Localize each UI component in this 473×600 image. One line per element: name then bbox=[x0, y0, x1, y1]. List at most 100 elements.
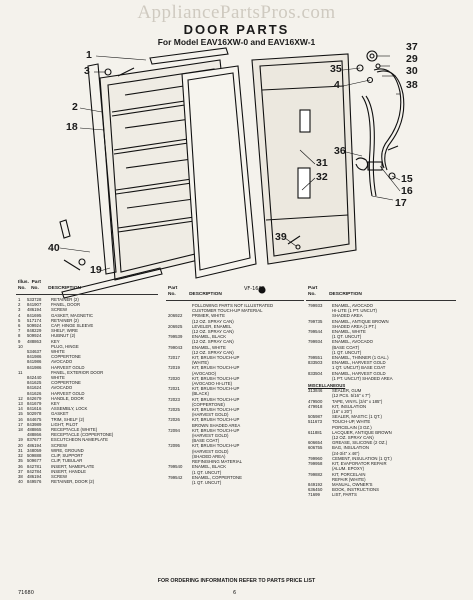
table-row: FOLLOWING PARTS NOT ILLUSTRATED bbox=[168, 303, 304, 308]
ordering-info: FOR ORDERING INFORMATION REFER TO PARTS … bbox=[157, 578, 316, 584]
mid-table-header: Part No. DESCRIPTION bbox=[168, 286, 222, 298]
part-number: 72095 bbox=[168, 443, 180, 449]
part-description: ENAMEL, HARVEST GOLD bbox=[332, 370, 386, 376]
callout-32: 32 bbox=[316, 171, 328, 183]
table-row: (1 QT. UNCUT) bbox=[308, 350, 458, 355]
part-number: 509677 bbox=[27, 458, 42, 464]
section-heading: MISCELLANEOUS bbox=[308, 383, 346, 389]
table-row: (COPPERTONE) bbox=[168, 402, 304, 407]
illus-number: 12 bbox=[18, 395, 23, 401]
part-number: 841626 bbox=[27, 390, 42, 396]
part-number: 841624 bbox=[27, 385, 42, 391]
header-description: DESCRIPTION bbox=[329, 292, 362, 297]
part-number: 488863 bbox=[27, 338, 42, 344]
callout-18: 18 bbox=[66, 121, 78, 133]
part-number: 799735 bbox=[308, 318, 323, 324]
table-row: HI-LITE (1 PT. UNCUT) bbox=[308, 308, 458, 313]
part-number: 799551 bbox=[308, 355, 323, 361]
table-row: (BLACK) bbox=[168, 391, 304, 396]
callout-37: 37 bbox=[406, 41, 418, 53]
part-number: 486194 bbox=[27, 473, 42, 479]
part-description: (16" x 20") bbox=[332, 409, 353, 415]
part-number: 841679 bbox=[27, 401, 42, 407]
callout-15: 15 bbox=[401, 173, 413, 185]
part-description: AVOCADO bbox=[51, 385, 73, 391]
part-description: RECEPTACLE (COPPERTONE) bbox=[51, 432, 114, 438]
illus-number: 37 bbox=[18, 468, 23, 474]
header-part-no: No. bbox=[168, 292, 176, 297]
part-number: 206925 bbox=[168, 323, 183, 329]
table-row: (ALUM. EPOXY) bbox=[308, 466, 458, 471]
part-number: 509924 bbox=[27, 333, 42, 339]
part-number: 206922 bbox=[168, 313, 183, 319]
part-description: COPPERTONE bbox=[51, 354, 81, 360]
part-number: 841907 bbox=[27, 302, 42, 308]
callout-4: 4 bbox=[334, 79, 340, 91]
part-description: TAPE, VINYL (3/4" x 185") bbox=[332, 398, 383, 404]
part-description: HI-LITE (1 PT. UNCUT) bbox=[332, 308, 377, 314]
illus-number: 20 bbox=[18, 442, 23, 448]
part-number: 833503 bbox=[308, 360, 323, 366]
part-description: KIT, INSULATION bbox=[332, 403, 367, 409]
part-number: 833504 bbox=[308, 370, 323, 376]
part-description: SHELF, WIRE bbox=[51, 328, 78, 334]
part-number bbox=[168, 480, 192, 485]
part-description: TOUCH-UP, WHITE bbox=[332, 419, 371, 425]
table-row: 799551 ENAMEL, THINNER (1 GAL.) bbox=[308, 355, 458, 360]
header-description: DESCRIPTION bbox=[189, 292, 222, 297]
part-number: 799043 bbox=[168, 344, 183, 350]
part-description: WIRE, GROUND bbox=[51, 447, 84, 453]
part-description: WHITE bbox=[51, 375, 65, 381]
table-row: 72095 KIT, BRUSH TOUCH-UP bbox=[168, 443, 304, 448]
part-number: 799542 bbox=[168, 474, 183, 480]
part-number: 842679 bbox=[27, 395, 42, 401]
illus-number: 36 bbox=[18, 463, 23, 469]
illus-number: 6 bbox=[18, 323, 21, 329]
table-row: SHADED AREA bbox=[308, 313, 458, 318]
part-description: ENAMEL, WHITE bbox=[192, 344, 226, 350]
part-number: 837677 bbox=[27, 437, 42, 443]
part-description: RECEPTACLE (WHITE) bbox=[51, 427, 98, 433]
part-description: KIT, BRUSH TOUCH-UP bbox=[192, 355, 240, 361]
part-description: INSERT, HANDLE bbox=[51, 468, 87, 474]
part-number: 844675 bbox=[27, 416, 42, 422]
part-number: 841625 bbox=[27, 380, 42, 386]
illus-number: 19 bbox=[18, 437, 23, 443]
part-description: FOLLOWING PARTS NOT ILLUSTRATED bbox=[192, 303, 274, 308]
part-description: KIT, BRUSH TOUCH-UP bbox=[192, 443, 240, 449]
table-row: PORCELAIN (3 OZ.) bbox=[308, 425, 458, 430]
table-row: (1 QT. UNCUT) bbox=[168, 480, 304, 485]
part-description: (HARVEST GOLD) bbox=[192, 412, 229, 418]
part-description: ENAMEL, THINNER (1 GAL.) bbox=[332, 355, 389, 361]
divider bbox=[166, 300, 304, 301]
part-description: MANUAL, OWNER'S bbox=[332, 481, 373, 487]
part-description: GASKET bbox=[51, 411, 69, 417]
part-description: ENAMEL, AVOCADO bbox=[332, 303, 373, 308]
illus-number: 7 bbox=[18, 328, 21, 334]
part-number: 848229 bbox=[27, 328, 42, 334]
part-description: KEY bbox=[51, 401, 60, 407]
leader-lines bbox=[59, 55, 401, 272]
